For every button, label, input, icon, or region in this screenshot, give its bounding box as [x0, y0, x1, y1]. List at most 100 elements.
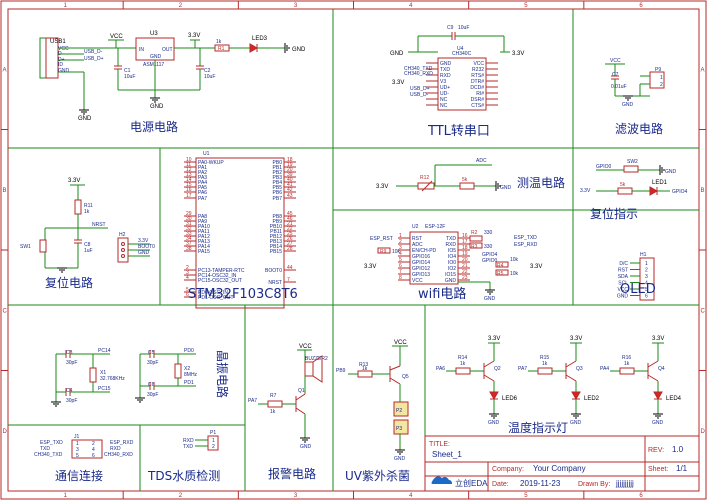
section-title-reset-right: 复位指示 — [590, 206, 638, 221]
mcu-right-pin: PB10 — [270, 224, 282, 230]
section-title-crystal: 晶振电路 — [215, 350, 230, 398]
section-title-tds: TDS水质检测 — [147, 468, 220, 483]
esp-left-pin: GPIO14 — [412, 260, 430, 266]
oled-pin-label: VCC — [617, 287, 628, 293]
v33-label-wifi-r: 3.3V — [530, 264, 542, 270]
usb-ref: USB1 — [50, 39, 66, 45]
p2-ref: P2 — [396, 408, 402, 414]
gnd-label-alarm: GND — [300, 444, 312, 450]
u4-ref: U4 — [457, 46, 464, 52]
section-title-ttl: TTL转串口 — [427, 124, 490, 139]
r4-ref: R4 — [497, 263, 504, 269]
tb-title-value: Sheet_1 — [432, 450, 462, 459]
c1-ref: C1 — [124, 68, 131, 74]
tb-title-label: TITLE: — [429, 441, 450, 448]
u2-name: ESP-12F — [425, 224, 445, 230]
svg-text:44: 44 — [287, 265, 293, 271]
svg-text:16: 16 — [462, 233, 468, 239]
gnd-label-u3: GND — [150, 104, 164, 110]
sw1-ref: SW1 — [20, 244, 31, 250]
mcu-left-pin: PA0-WKUP — [198, 160, 224, 166]
frame-row-left-B: B — [3, 188, 7, 194]
mcu-right-pin: PB4 — [273, 180, 283, 186]
frame-col-top-1: 1 — [64, 3, 68, 9]
frame-col-bottom-3: 3 — [294, 493, 298, 499]
frame-col-top-6: 6 — [639, 3, 643, 9]
filter-circuit: VCC C7 0.01uF P9 1 2 GND 滤波电路 — [605, 58, 665, 136]
u3-ref: U3 — [150, 31, 158, 37]
p3-block — [393, 419, 409, 435]
frame-row-left-D: D — [3, 429, 8, 435]
svg-text:46: 46 — [287, 216, 293, 222]
mcu-left-pin: PD0-OSC_IN — [198, 290, 228, 296]
c9-ref: C9 — [447, 25, 454, 31]
svg-text:3: 3 — [399, 245, 402, 251]
svg-text:45: 45 — [287, 211, 293, 217]
mcu-left-pin: PA15 — [198, 249, 210, 255]
svg-text:23: 23 — [462, 275, 468, 281]
ttl-left-pin: V3 — [440, 79, 446, 85]
u1-ref: U1 — [203, 151, 210, 157]
esp-pins-left: RST1ADC2EN/CH-PD3GPIO164GPIO145GPIO126GP… — [398, 233, 437, 284]
esp-left-pin: EN/CH-PD — [412, 248, 437, 254]
mcu-right-pin: PB12 — [270, 234, 282, 240]
c4-val: 30pF — [66, 398, 77, 404]
svg-text:1: 1 — [660, 75, 663, 81]
svg-text:22: 22 — [462, 269, 468, 275]
tb-logo: 立创EDA — [455, 478, 488, 488]
svg-text:20: 20 — [462, 257, 468, 263]
ttl-circuit: C9 10uF GND 3.3V U4 CH340C GNDTXDRXDV3UD… — [390, 25, 524, 139]
mcu-right-pin: PB9 — [273, 219, 283, 225]
ttl-right-pin: RTS# — [471, 73, 484, 79]
svg-text:43: 43 — [287, 193, 293, 199]
r4-val: 10k — [510, 257, 519, 263]
frame-row-right-C: C — [701, 308, 706, 314]
mcu-circuit: U1 PA0-WKUP10PA111PA212PA313PA414PA515PA… — [184, 151, 298, 309]
pb9-net-uv: PB9 — [336, 368, 346, 374]
frame-col-top-2: 2 — [179, 3, 183, 9]
svg-text:21: 21 — [287, 221, 293, 227]
esp-rxd-net: ESP_RXD — [514, 242, 538, 248]
h2-net-v33: 3.3V — [138, 238, 149, 244]
q5-ref: Q5 — [402, 374, 409, 380]
buzzer-ref: BUZZER2 — [305, 356, 328, 362]
ttl-left-pin: UD- — [440, 91, 449, 97]
svg-text:31: 31 — [186, 221, 192, 227]
r7-val: 1k — [270, 409, 276, 415]
temp-led-icon — [653, 391, 663, 401]
h2-net-gnd: GND — [138, 250, 150, 256]
section-title-mcu: STM32F103C8T6 — [188, 287, 298, 302]
usb-dm-net: USB_D- — [84, 49, 103, 55]
mcu-left-pin: PC15-OSC32_OUT — [198, 278, 242, 284]
mcu-right-pin: PB13 — [270, 239, 282, 245]
mcu-right-pin: PB7 — [273, 196, 283, 202]
mcu-left-pin: PA1 — [198, 165, 207, 171]
svg-text:6: 6 — [645, 293, 648, 299]
tds-circuit: P1 1 2 RXD TXD TDS水质检测 — [147, 430, 220, 483]
svg-text:21: 21 — [462, 263, 468, 269]
svg-text:32: 32 — [186, 226, 192, 232]
j1-ref: J1 — [74, 434, 80, 440]
temp-led-r-ref: R14 — [458, 355, 467, 361]
c7-val: 0.01uF — [611, 84, 627, 90]
svg-text:17: 17 — [462, 239, 468, 245]
mcu-body — [195, 157, 285, 309]
frame-col-top-3: 3 — [294, 3, 298, 9]
r2-ref: R2 — [471, 230, 478, 236]
gpio4-label-led1: GPIO4 — [672, 189, 688, 195]
x2-ref: X2 — [184, 366, 190, 372]
esp-rst-net: ESP_RST — [370, 236, 393, 242]
mcu-left-pin: PA10 — [198, 224, 210, 230]
temp-led-ref: LED4 — [666, 396, 682, 402]
v33-label-reset: 3.3V — [68, 178, 80, 184]
frame-row-right-D: D — [701, 429, 706, 435]
v33-label-ttl: 3.3V — [512, 51, 524, 57]
v33-label-led1: 3.3V — [580, 188, 591, 194]
esp-left-pin: RST — [412, 236, 422, 242]
